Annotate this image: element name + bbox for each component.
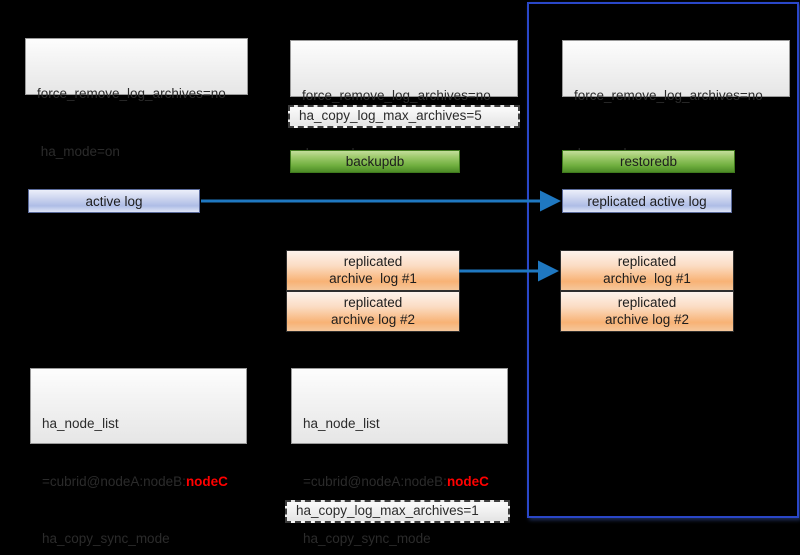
- right-config-panel: force_remove_log_archives=no ha_mode=on: [562, 40, 790, 161]
- middle-max-archives-bottom-label: ha_copy_log_max_archives=1: [296, 503, 479, 519]
- middle-archive-log-1: replicated archive log #1: [286, 250, 460, 291]
- middle-archive-log-1-line-2: archive log #1: [329, 270, 417, 286]
- middle-archive-log-2-line-2: archive log #2: [330, 311, 416, 327]
- middle-max-archives-bottom-panel: ha_copy_log_max_archives=1: [285, 500, 510, 523]
- left-active-log-bar: active log: [28, 189, 200, 213]
- middle-archive-log-2: replicated archive log #2: [286, 291, 460, 332]
- right-config-line-1: force_remove_log_archives=no: [574, 88, 763, 104]
- middle-node-list-line-3: ha_copy_sync_mode: [303, 531, 431, 547]
- middle-node-list-panel: ha_node_list =cubrid@nodeA:nodeB:nodeC h…: [291, 368, 508, 546]
- left-node-list-panel: ha_node_list =cubrid@nodeA:nodeB:nodeC h…: [30, 368, 247, 546]
- middle-archive-log-2-line-1: replicated: [343, 294, 403, 310]
- middle-node-list-highlight-node: nodeC: [446, 473, 489, 489]
- left-config-panel: force_remove_log_archives=no ha_mode=on: [25, 38, 248, 159]
- left-active-log-label: active log: [85, 193, 143, 209]
- middle-node-list-line-2: =cubrid@nodeA:nodeB:nodeC: [303, 472, 497, 491]
- restoredb-button-label: restoredb: [619, 154, 678, 169]
- middle-config-line-1: force_remove_log_archives=no: [302, 88, 491, 104]
- backupdb-button-label: backupdb: [345, 154, 405, 169]
- right-replicated-active-log-label: replicated active log: [587, 193, 707, 209]
- left-config-line-2: ha_mode=on: [37, 143, 120, 159]
- right-archive-log-1-line-1: replicated: [617, 253, 677, 269]
- right-archive-log-1: replicated archive log #1: [560, 250, 734, 291]
- right-archive-log-1-line-2: archive log #1: [603, 270, 691, 286]
- left-config-line-1: force_remove_log_archives=no: [37, 86, 226, 102]
- middle-node-list-line-2-prefix: =cubrid@nodeA:nodeB:: [303, 473, 447, 489]
- left-node-list-line-2-prefix: =cubrid@nodeA:nodeB:: [42, 473, 186, 489]
- left-node-list-line-3: ha_copy_sync_mode: [42, 531, 170, 547]
- left-node-list-line-2: =cubrid@nodeA:nodeB:nodeC: [42, 472, 236, 491]
- middle-max-archives-top-label: ha_copy_log_max_archives=5: [299, 108, 482, 124]
- right-archive-log-2-line-2: archive log #2: [604, 311, 690, 327]
- left-node-list-line-1: ha_node_list: [42, 416, 119, 432]
- right-archive-log-2: replicated archive log #2: [560, 291, 734, 332]
- middle-max-archives-top-panel: ha_copy_log_max_archives=5: [288, 105, 520, 128]
- restoredb-button[interactable]: restoredb: [562, 150, 735, 173]
- middle-archive-log-1-line-1: replicated: [343, 253, 403, 269]
- middle-node-list-line-1: ha_node_list: [303, 416, 380, 432]
- middle-config-panel: force_remove_log_archives=no ha_mode=on: [290, 40, 518, 161]
- right-archive-log-2-line-1: replicated: [617, 294, 677, 310]
- standby-node-frame: [527, 2, 799, 518]
- left-node-list-highlight-node: nodeC: [185, 473, 228, 489]
- backupdb-button[interactable]: backupdb: [290, 150, 460, 173]
- right-replicated-active-log-bar: replicated active log: [562, 189, 732, 213]
